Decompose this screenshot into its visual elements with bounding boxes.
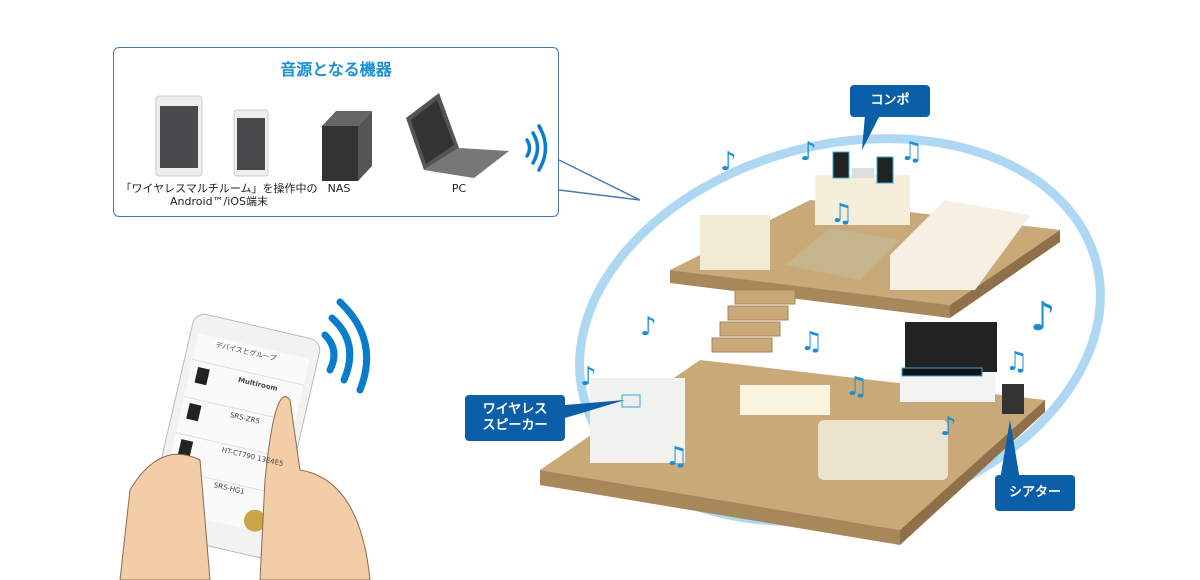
laptop-icon <box>406 93 509 178</box>
nas-label: NAS <box>327 182 351 195</box>
svg-text:♪: ♪ <box>640 312 657 342</box>
svg-text:♫: ♫ <box>665 442 688 472</box>
screen-item[interactable]: SRS-HG1 <box>212 481 246 497</box>
mobile-device-label: 「ワイヤレスマルチルーム」を操作中の Android™/iOS端末 <box>119 182 319 208</box>
mobile-label-line2: Android™/iOS端末 <box>170 195 268 208</box>
smartphone-icon <box>233 109 269 177</box>
svg-text:♫: ♫ <box>845 372 868 402</box>
svg-text:♫: ♫ <box>830 199 853 229</box>
bed <box>890 200 1030 290</box>
callout-title: 音源となる機器 <box>280 60 392 79</box>
wireless-speaker-tag: ワイヤレス スピーカー <box>465 395 565 441</box>
screen-item[interactable]: SRS-ZR5 <box>229 411 261 426</box>
dining-table <box>740 385 830 415</box>
svg-text:♪: ♪ <box>1030 294 1056 340</box>
wifi-waves-icon <box>525 124 548 172</box>
stairs <box>711 289 796 353</box>
right-hand <box>259 396 371 580</box>
tv-stand <box>900 372 995 402</box>
soundbar <box>901 367 983 377</box>
wireless-speaker-tag-line1: ワイヤレス <box>482 402 548 417</box>
tablet-icon <box>155 95 203 177</box>
subwoofer <box>1002 384 1024 414</box>
wireless-speaker <box>621 394 641 408</box>
rug <box>785 228 900 280</box>
svg-text:♪: ♪ <box>580 362 597 392</box>
wireless-speaker-tag-line2: スピーカー <box>482 418 548 433</box>
screen-item[interactable]: HT-CT790 13E4E5 <box>221 446 285 469</box>
desk <box>700 215 770 270</box>
cabinet <box>815 175 910 225</box>
compo-tag: コンポ <box>850 85 930 117</box>
pc-label: PC <box>451 182 467 195</box>
tv <box>905 322 997 372</box>
svg-text:♪: ♪ <box>720 147 737 177</box>
compo-speaker-right <box>876 156 894 184</box>
nas-icon <box>322 111 372 181</box>
wifi-waves-icon <box>321 298 371 394</box>
svg-text:♫: ♫ <box>800 327 823 357</box>
svg-text:♪: ♪ <box>940 412 957 442</box>
mobile-label-line1: 「ワイヤレスマルチルーム」を操作中の <box>120 182 318 195</box>
svg-text:♫: ♫ <box>900 137 923 167</box>
screen-item[interactable]: Multiroom <box>237 375 279 393</box>
compo-speaker-left <box>832 151 850 179</box>
source-devices-callout: 音源となる機器 「ワイヤレスマルチルーム」を操作中の Android™/iOS端… <box>113 47 559 217</box>
sofa <box>818 420 948 480</box>
left-hand <box>119 453 211 580</box>
theater-tag: シアター <box>995 475 1075 511</box>
compo-unit <box>852 168 874 178</box>
source-devices-illustration <box>155 93 548 181</box>
kitchen-counter <box>590 378 685 463</box>
svg-text:♫: ♫ <box>1005 347 1028 377</box>
svg-text:♪: ♪ <box>800 137 817 167</box>
music-notes: ♪♪♫♫ ♪♫♪ ♫♪♫♪♫ <box>580 137 1056 472</box>
